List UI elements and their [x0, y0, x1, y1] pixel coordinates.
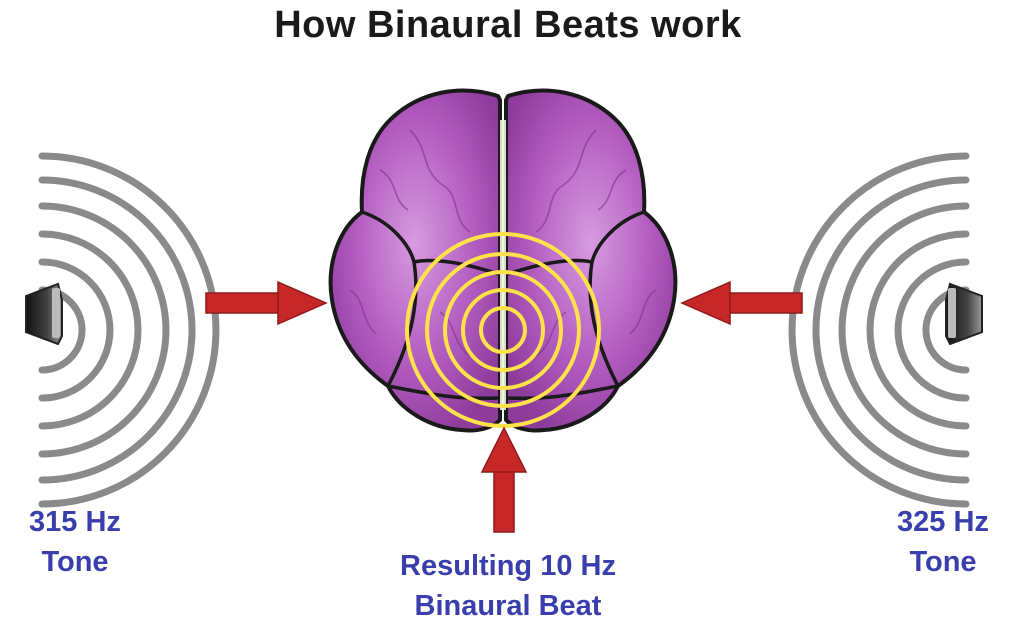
left-arrow: [205, 280, 328, 326]
right-speaker-icon: [945, 282, 983, 346]
left-speaker-icon: [25, 282, 63, 346]
binaural-beat-frequency: Resulting 10 Hz: [400, 550, 616, 582]
right-tone-caption: Tone: [909, 546, 977, 578]
right-tone-frequency: 325 Hz: [897, 506, 989, 538]
brain-icon: [328, 88, 678, 433]
right-sound-waves: [788, 152, 970, 508]
diagram-title: How Binaural Beats work: [274, 4, 742, 46]
left-tone-caption: Tone: [41, 546, 109, 578]
right-tone-label: 325 Hz Tone: [868, 502, 1016, 582]
up-arrow: [480, 426, 528, 533]
left-tone-label: 315 Hz Tone: [0, 502, 150, 582]
binaural-beat-rings: [405, 232, 601, 428]
binaural-beat-label: Resulting 10 Hz Binaural Beat: [338, 546, 678, 626]
binaural-beat-caption: Binaural Beat: [414, 590, 602, 622]
right-arrow: [680, 280, 803, 326]
left-tone-frequency: 315 Hz: [29, 506, 121, 538]
left-sound-waves: [38, 152, 220, 508]
